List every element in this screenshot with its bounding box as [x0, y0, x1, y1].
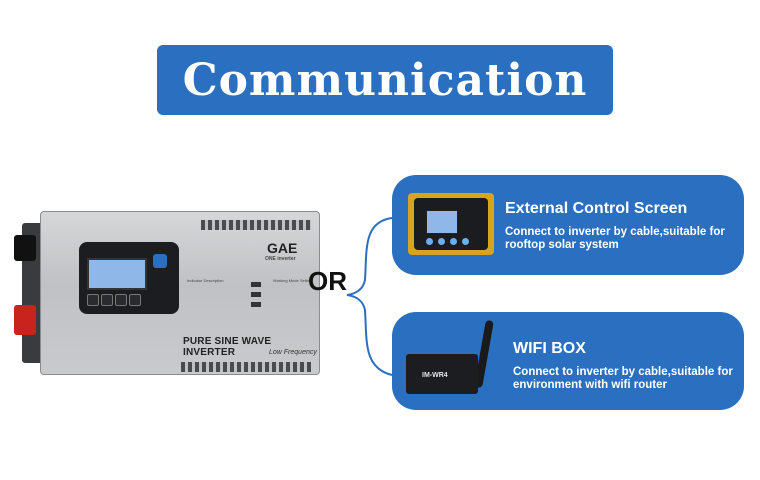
inverter-ports — [251, 282, 261, 312]
page-title: Communication — [182, 54, 588, 106]
terminal-red — [14, 305, 36, 335]
inverter-lcd — [87, 258, 147, 290]
option-title: External Control Screen — [505, 200, 688, 217]
inverter-button — [129, 294, 141, 306]
inverter-image: Indicator Description Working Mode Setti… — [14, 205, 322, 380]
inverter-body: Indicator Description Working Mode Setti… — [40, 211, 320, 375]
device-button — [450, 238, 457, 245]
inverter-button — [115, 294, 127, 306]
device-lcd — [426, 210, 458, 234]
brand-sub: ONE inverter — [265, 256, 296, 262]
product-name: PURE SINE WAVE INVERTER — [183, 336, 272, 358]
connector-bracket — [346, 217, 393, 376]
brand-logo: GAE — [267, 240, 298, 256]
inverter-button — [101, 294, 113, 306]
option-description: Connect to inverter by cable,suitable fo… — [513, 366, 733, 391]
vent-top — [201, 220, 311, 230]
inverter-button — [87, 294, 99, 306]
device-button — [438, 238, 445, 245]
product-sub: Low Frequency — [269, 349, 317, 356]
vent-bottom — [181, 362, 311, 372]
option-wifi-box: IM-WR4 WIFI BOX Connect to inverter by c… — [392, 312, 744, 410]
inverter-control-panel — [79, 242, 179, 314]
wifi-box-device-icon: IM-WR4 — [406, 319, 506, 402]
panel-label: Indicator Description — [187, 278, 224, 283]
terminal-black — [14, 235, 36, 261]
device-face — [414, 198, 488, 250]
device-button — [426, 238, 433, 245]
title-banner: Communication — [157, 45, 613, 115]
inverter-badge-icon — [153, 254, 167, 268]
option-description: Connect to inverter by cable,suitable fo… — [505, 226, 725, 251]
panel-label: Working Mode Setting — [273, 278, 313, 283]
option-title: WIFI BOX — [513, 340, 586, 357]
or-separator: OR — [308, 266, 347, 296]
option-external-screen: External Control Screen Connect to inver… — [392, 175, 744, 275]
wifi-body: IM-WR4 — [406, 354, 478, 394]
wifi-device-label: IM-WR4 — [422, 372, 448, 379]
device-button — [462, 238, 469, 245]
control-screen-device-icon — [408, 193, 494, 255]
